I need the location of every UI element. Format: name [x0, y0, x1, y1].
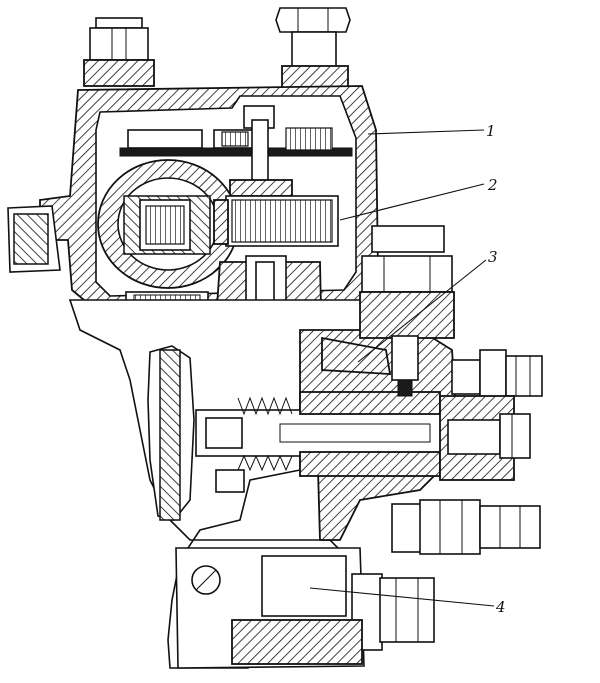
top-right-fitting — [275, 7, 351, 89]
solenoid-coil — [97, 159, 239, 289]
callout-1: 1 — [367, 122, 496, 140]
callout-2: 2 — [339, 176, 498, 221]
right-fitting-lower — [391, 499, 541, 555]
callout-1-label: 1 — [486, 122, 496, 140]
callout-3-label: 3 — [488, 248, 498, 266]
armature-plate — [119, 127, 353, 157]
valve-wedge — [321, 336, 392, 375]
delivery-valve — [359, 225, 455, 397]
top-left-fitting — [83, 17, 155, 87]
drive-disk — [147, 345, 195, 521]
lower-housing — [175, 547, 435, 669]
callout-4: 4 — [309, 587, 506, 616]
central-stem — [229, 105, 293, 197]
callout-3: 3 — [357, 248, 498, 363]
right-fitting-upper — [451, 349, 543, 403]
callout-4-label: 4 — [495, 598, 506, 616]
callout-2-label: 2 — [487, 176, 498, 194]
main-shaft — [195, 391, 447, 493]
right-plug — [439, 395, 531, 481]
plate-stack — [213, 195, 339, 247]
